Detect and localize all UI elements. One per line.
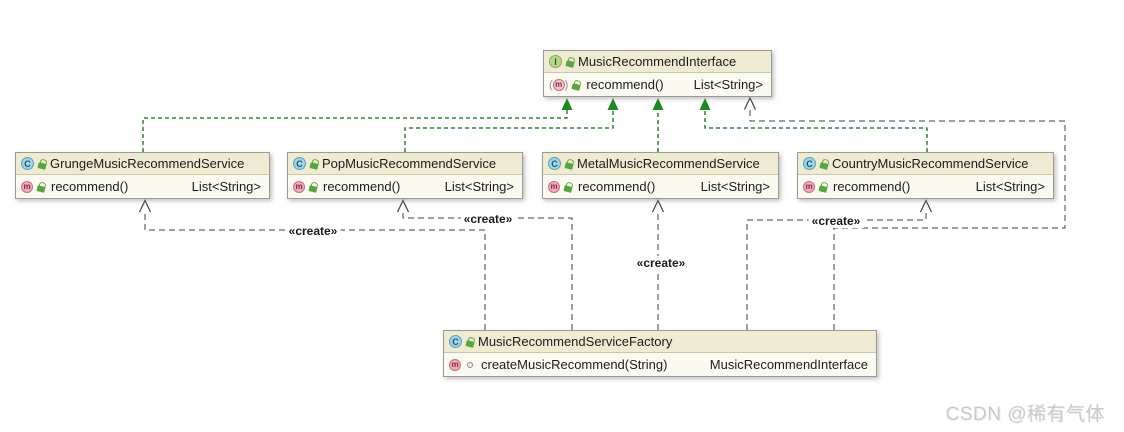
node-title: MetalMusicRecommendService bbox=[577, 156, 760, 171]
edge-implements-grunge bbox=[142, 110, 568, 152]
method-return-type: List<String> bbox=[693, 77, 763, 92]
lock-icon bbox=[818, 184, 828, 193]
method-icon: m bbox=[803, 180, 815, 193]
method-return-type: MusicRecommendInterface bbox=[709, 357, 868, 372]
method-icon: m bbox=[548, 180, 560, 193]
create-stereotype-label: «create» bbox=[460, 212, 516, 226]
method-return-type: List<String> bbox=[700, 179, 770, 194]
node-title: GrungeMusicRecommendService bbox=[50, 156, 245, 171]
edge-dependency-factory-interface bbox=[749, 110, 1066, 330]
node-title-row: C MusicRecommendServiceFactory bbox=[444, 331, 876, 353]
node-title-row: C CountryMusicRecommendService bbox=[798, 153, 1053, 175]
interface-icon: I bbox=[549, 55, 562, 68]
method-name: recommend() bbox=[586, 77, 664, 92]
lock-icon bbox=[565, 59, 575, 68]
dependency-arrowhead-metal bbox=[651, 199, 665, 213]
dependency-arrowhead-interface bbox=[743, 96, 757, 110]
lock-icon bbox=[37, 161, 47, 170]
create-stereotype-label: «create» bbox=[633, 256, 689, 270]
method-name: recommend() bbox=[51, 179, 129, 194]
node-title: MusicRecommendServiceFactory bbox=[478, 334, 673, 349]
method-name: recommend() bbox=[323, 179, 401, 194]
node-title: PopMusicRecommendService bbox=[322, 156, 497, 171]
node-title-row: C GrungeMusicRecommendService bbox=[16, 153, 269, 175]
edge-create-country bbox=[746, 211, 927, 330]
lock-icon bbox=[465, 339, 475, 348]
node-country-music-recommend-service[interactable]: C CountryMusicRecommendService m recomme… bbox=[797, 152, 1054, 199]
lock-icon bbox=[571, 82, 581, 91]
dependency-arrowhead-grunge bbox=[138, 199, 152, 213]
method-return-type: List<String> bbox=[975, 179, 1045, 194]
edge-implements-pop bbox=[404, 110, 614, 152]
node-metal-music-recommend-service[interactable]: C MetalMusicRecommendService m recommend… bbox=[542, 152, 779, 199]
implements-arrowhead-metal bbox=[652, 98, 664, 110]
node-music-recommend-interface[interactable]: I MusicRecommendInterface (m) recommend(… bbox=[543, 50, 772, 97]
create-stereotype-label: «create» bbox=[808, 214, 864, 228]
node-pop-music-recommend-service[interactable]: C PopMusicRecommendService m recommend()… bbox=[287, 152, 523, 199]
method-name: recommend() bbox=[578, 179, 656, 194]
visibility-icon bbox=[467, 361, 473, 368]
method-name: recommend() bbox=[833, 179, 911, 194]
lock-icon bbox=[563, 184, 573, 193]
node-member-row: (m) recommend() List<String> bbox=[544, 73, 771, 96]
method-icon: m bbox=[449, 358, 461, 371]
implements-arrowhead-pop bbox=[607, 98, 619, 110]
dependency-arrowhead-country bbox=[919, 199, 933, 213]
node-member-row: m createMusicRecommend(String) MusicReco… bbox=[444, 353, 876, 376]
node-title-row: C PopMusicRecommendService bbox=[288, 153, 522, 175]
class-icon: C bbox=[548, 157, 561, 170]
node-member-row: m recommend() List<String> bbox=[16, 175, 269, 198]
edge-implements-country bbox=[704, 110, 928, 152]
class-icon: C bbox=[449, 335, 462, 348]
class-icon: C bbox=[21, 157, 34, 170]
method-icon: m bbox=[293, 180, 305, 193]
lock-icon bbox=[564, 161, 574, 170]
method-return-type: List<String> bbox=[444, 179, 514, 194]
lock-icon bbox=[309, 161, 319, 170]
lock-icon bbox=[819, 161, 829, 170]
implements-arrowhead-grunge bbox=[561, 98, 573, 110]
node-music-recommend-service-factory[interactable]: C MusicRecommendServiceFactory m createM… bbox=[443, 330, 877, 377]
node-title-row: C MetalMusicRecommendService bbox=[543, 153, 778, 175]
edge-create-pop bbox=[402, 211, 573, 330]
node-member-row: m recommend() List<String> bbox=[288, 175, 522, 198]
node-title: CountryMusicRecommendService bbox=[832, 156, 1029, 171]
implements-arrowhead-country bbox=[699, 98, 711, 110]
node-grunge-music-recommend-service[interactable]: C GrungeMusicRecommendService m recommen… bbox=[15, 152, 270, 199]
method-icon: m bbox=[21, 180, 33, 193]
node-member-row: m recommend() List<String> bbox=[543, 175, 778, 198]
class-icon: C bbox=[293, 157, 306, 170]
dependency-arrowhead-pop bbox=[396, 199, 410, 213]
node-title-row: I MusicRecommendInterface bbox=[544, 51, 771, 73]
method-return-type: List<String> bbox=[191, 179, 261, 194]
lock-icon bbox=[36, 184, 46, 193]
class-icon: C bbox=[803, 157, 816, 170]
node-member-row: m recommend() List<String> bbox=[798, 175, 1053, 198]
abstract-method-icon: (m) bbox=[549, 78, 569, 91]
node-title: MusicRecommendInterface bbox=[578, 54, 737, 69]
create-stereotype-label: «create» bbox=[285, 224, 341, 238]
method-name: createMusicRecommend(String) bbox=[481, 357, 668, 372]
csdn-watermark: CSDN @稀有气体 bbox=[945, 404, 1105, 425]
lock-icon bbox=[308, 184, 318, 193]
